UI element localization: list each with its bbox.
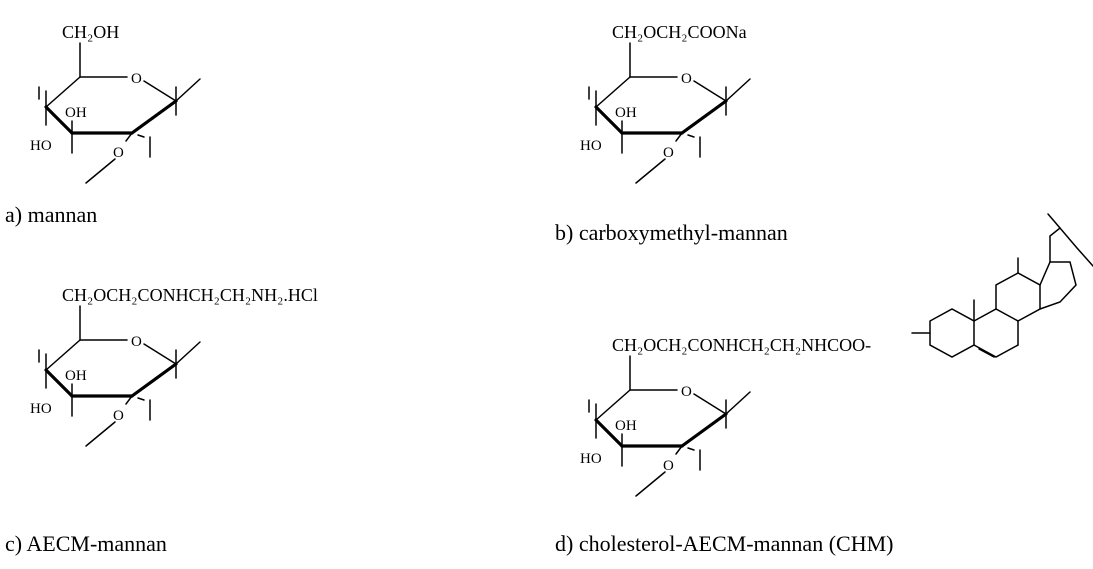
- substituent-formula: CH₂OCH₂CONHCH₂CH₂NHCOO-: [612, 335, 871, 355]
- glycosidic-oxygen-label: O: [663, 458, 674, 474]
- hydroxyl-label: OH: [65, 368, 87, 384]
- hydroxyl-label: OH: [615, 105, 637, 121]
- ring-oxygen-label: O: [131, 71, 142, 87]
- ring-oxygen-label: O: [681, 71, 692, 87]
- ring-bond: [143, 80, 177, 102]
- hydroxyl-label: OH: [615, 418, 637, 434]
- ring-bond-bold: [680, 99, 728, 135]
- ring-bond-bold: [44, 368, 74, 398]
- ring-oxygen-label: O: [681, 384, 692, 400]
- glycosidic-bond: [175, 78, 201, 102]
- chain-bond: [85, 158, 116, 184]
- c2-dash: [687, 134, 695, 138]
- substituent-formula: CH₂OCH₂CONHCH₂CH₂NH₂.HCl: [62, 285, 318, 305]
- steroid-ring-c: [995, 272, 1041, 322]
- ho-label: HO: [580, 138, 602, 154]
- ring-bond: [143, 343, 177, 365]
- c2-bond: [675, 132, 683, 142]
- structure-caption-group: c) AECM-mannan: [5, 531, 167, 556]
- ho-label: HO: [30, 401, 52, 417]
- ring-bond-bold: [130, 362, 178, 398]
- glycosidic-bond: [725, 391, 751, 415]
- c2-bond: [125, 395, 133, 405]
- glycosidic-bond: [175, 341, 201, 365]
- ring-bond: [693, 80, 727, 102]
- cholesterol-skeleton: [911, 213, 1093, 358]
- ring-bond-bold: [44, 105, 74, 135]
- ring-bond: [595, 76, 631, 108]
- ring-bond-bold: [130, 99, 178, 135]
- glycosidic-oxygen-label: O: [663, 145, 674, 161]
- ho-label: HO: [30, 138, 52, 154]
- mannose-ring: CH₂OH O OH HO O: [30, 22, 201, 184]
- structure-caption-group: b) carboxymethyl-mannan: [555, 220, 788, 245]
- c2-dash: [137, 397, 145, 401]
- chain-bond: [635, 471, 666, 497]
- steroid-double-bond: [978, 348, 995, 358]
- chain-bond: [85, 421, 116, 447]
- chain-bond: [635, 158, 666, 184]
- mannose-ring: CH₂OCH₂CONHCH₂CH₂NHCOO- O OH HO O: [580, 335, 871, 497]
- steroid-ring-a: [929, 308, 975, 358]
- ring-oxygen-label: O: [131, 334, 142, 350]
- ring-bond-bold: [594, 105, 624, 135]
- hydroxyl-label: OH: [65, 105, 87, 121]
- c2-bond: [125, 132, 133, 142]
- glycosidic-bond: [725, 78, 751, 102]
- ring-bond-bold: [594, 418, 624, 448]
- ring-bond: [45, 76, 81, 108]
- structure-caption: a) mannan: [5, 202, 97, 227]
- ring-bond: [595, 389, 631, 421]
- c2-bond: [675, 445, 683, 455]
- ho-label: HO: [580, 451, 602, 467]
- steroid-side-chain: [1049, 226, 1093, 267]
- steroid-side-chain-methyl: [1047, 213, 1061, 229]
- structure-caption-group: d) cholesterol-AECM-mannan (CHM): [555, 531, 893, 556]
- glycosidic-oxygen-label: O: [113, 408, 124, 424]
- structure-caption: d) cholesterol-AECM-mannan (CHM): [555, 531, 893, 556]
- steroid-ring-b: [973, 308, 1019, 358]
- ring-bond: [693, 393, 727, 415]
- c2-dash: [687, 447, 695, 451]
- glycosidic-oxygen-label: O: [113, 145, 124, 161]
- ring-bond: [45, 339, 81, 371]
- structure-caption: c) AECM-mannan: [5, 531, 167, 556]
- ring-bond-bold: [680, 412, 728, 448]
- c2-dash: [137, 134, 145, 138]
- substituent-formula: CH₂OH: [62, 22, 119, 42]
- structure-caption-group: a) mannan: [5, 202, 97, 227]
- substituent-formula: CH₂OCH₂COONa: [612, 22, 747, 42]
- steroid-ring-d: [1039, 261, 1077, 310]
- structure-caption: b) carboxymethyl-mannan: [555, 220, 788, 245]
